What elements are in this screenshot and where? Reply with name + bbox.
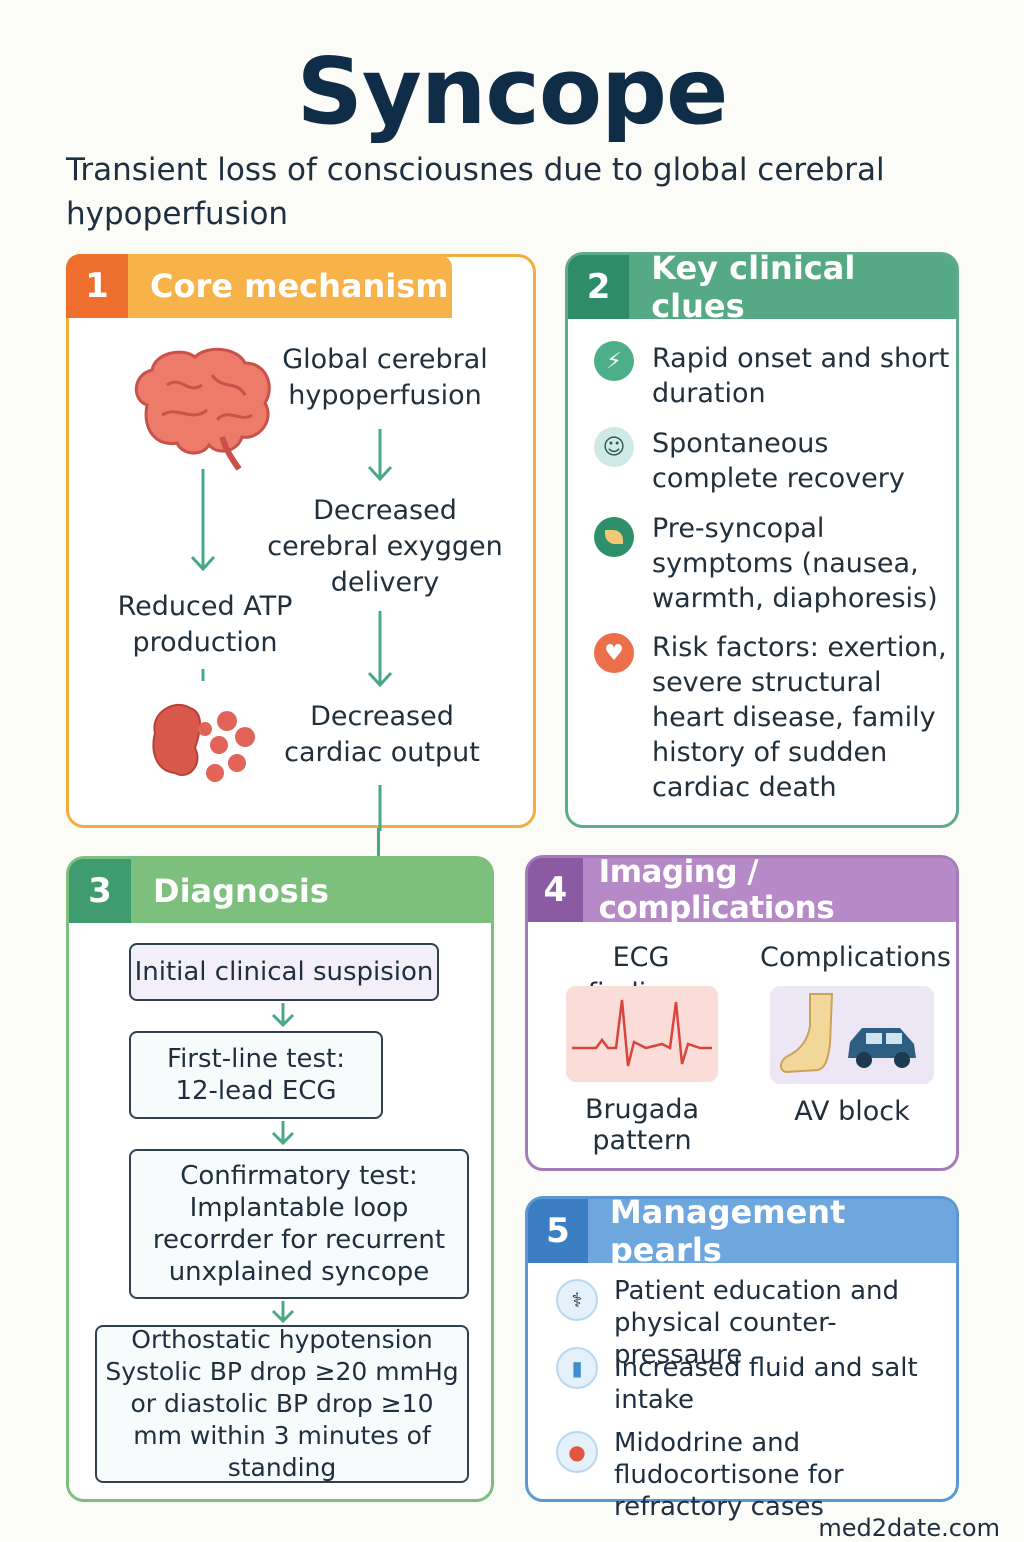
clue-item: Pre-syncopal symptoms (nausea, warmth, d…: [652, 513, 938, 614]
pills-icon: ●: [556, 1431, 598, 1473]
page-subtitle: Transient loss of consciousnes due to gl…: [66, 152, 885, 232]
clinical-clues-header: 2 Key clinical clues: [568, 249, 956, 325]
step-text: 12-lead ECG: [175, 1076, 337, 1106]
diagnosis-step-orthostatic: Orthostatic hypotension Systolic BP drop…: [95, 1325, 469, 1483]
foot-car-icon: [770, 986, 934, 1084]
footer-site: med2date.com: [818, 1514, 1000, 1542]
pearl-item: Increased fluid and salt intake: [614, 1353, 918, 1415]
connector-line: [377, 828, 380, 856]
diagnosis-arrows: [271, 1003, 295, 1324]
panel-title: Imaging / complications: [598, 854, 835, 926]
node-reduced-atp: Reduced ATP production: [117, 591, 293, 658]
node-decreased-cardiac-output: Decreased cardiac output: [284, 701, 480, 768]
doctor-icon: ⚕: [556, 1279, 598, 1321]
step-text: Initial clinical suspision: [134, 957, 434, 987]
clue-item: Rapid onset and short duration: [652, 343, 950, 409]
blood-cells-icon: [152, 703, 255, 782]
pearl-item: Midodrine and fludocortisone for refract…: [614, 1428, 844, 1522]
ecg-trace-icon: [566, 986, 718, 1082]
diagnosis-step-first-line: First-line test: 12-lead ECG: [129, 1031, 383, 1119]
cup-icon: ▮: [556, 1347, 598, 1389]
panel-title: Diagnosis: [153, 872, 329, 910]
pearl-item: Patient education and physical counter-p…: [614, 1276, 899, 1370]
clinical-clues-panel: 2 Key clinical clues ⚡ Rapid onset and s…: [565, 249, 959, 828]
diagnosis-header: 3 Diagnosis: [69, 859, 491, 923]
step-heading: Confirmatory test:: [180, 1161, 418, 1191]
brain-icon: [134, 347, 271, 471]
step-text: Systolic BP drop ≥20 mmHg or diastolic B…: [105, 1357, 459, 1482]
panel-number: 1: [66, 254, 128, 318]
page-title: Syncope: [296, 38, 729, 145]
panel-number: 4: [528, 858, 583, 922]
mechanism-arrows: [190, 429, 393, 831]
step-text: Implantable loop recorrder for recurrent…: [152, 1193, 446, 1287]
panel-number: 2: [568, 255, 630, 319]
panel-title: Core mechanism: [150, 267, 449, 305]
core-mechanism-panel: 1 Core mechanism Global cerebral hypoper…: [66, 254, 536, 831]
brugada-caption: Brugada pattern: [584, 1094, 700, 1156]
diagnosis-step-suspicion: Initial clinical suspision: [129, 943, 439, 1001]
diagnosis-step-confirmatory: Confirmatory test: Implantable loop reco…: [129, 1149, 469, 1299]
lightning-icon: ⚡: [594, 341, 634, 381]
clue-item: Spontaneous complete recovery: [652, 428, 905, 494]
node-decreased-oxygen: Decreased cerebral exyggen delivery: [267, 495, 503, 598]
person-icon: ☺: [594, 427, 634, 467]
node-global-hypoperfusion: Global cerebral hypoperfusion: [282, 344, 488, 411]
imaging-panel: 4 Imaging / complications ECG findings C…: [525, 854, 959, 1171]
management-header: 5 Management pearls: [528, 1193, 956, 1269]
panel-title: Key clinical clues: [651, 249, 856, 325]
panel-title: Management pearls: [609, 1193, 846, 1269]
management-panel: 5 Management pearls ⚕ Patient education …: [525, 1193, 959, 1522]
imaging-header: 4 Imaging / complications: [528, 854, 956, 926]
av-block-caption: AV block: [794, 1096, 910, 1127]
heart-icon: ♥: [594, 633, 634, 673]
complications-title: Complications: [760, 942, 951, 973]
panel-number: 5: [528, 1199, 588, 1263]
step-heading: Orthostatic hypotension: [131, 1325, 433, 1354]
step-heading: First-line test:: [167, 1044, 345, 1074]
diagnosis-panel: 3 Diagnosis Initial clinical suspision F…: [66, 856, 494, 1502]
panel-number: 3: [69, 859, 131, 923]
core-mechanism-header: 1 Core mechanism: [66, 254, 452, 318]
leaf-icon: [594, 517, 634, 557]
clue-item: Risk factors: exertion, severe structura…: [652, 632, 947, 803]
